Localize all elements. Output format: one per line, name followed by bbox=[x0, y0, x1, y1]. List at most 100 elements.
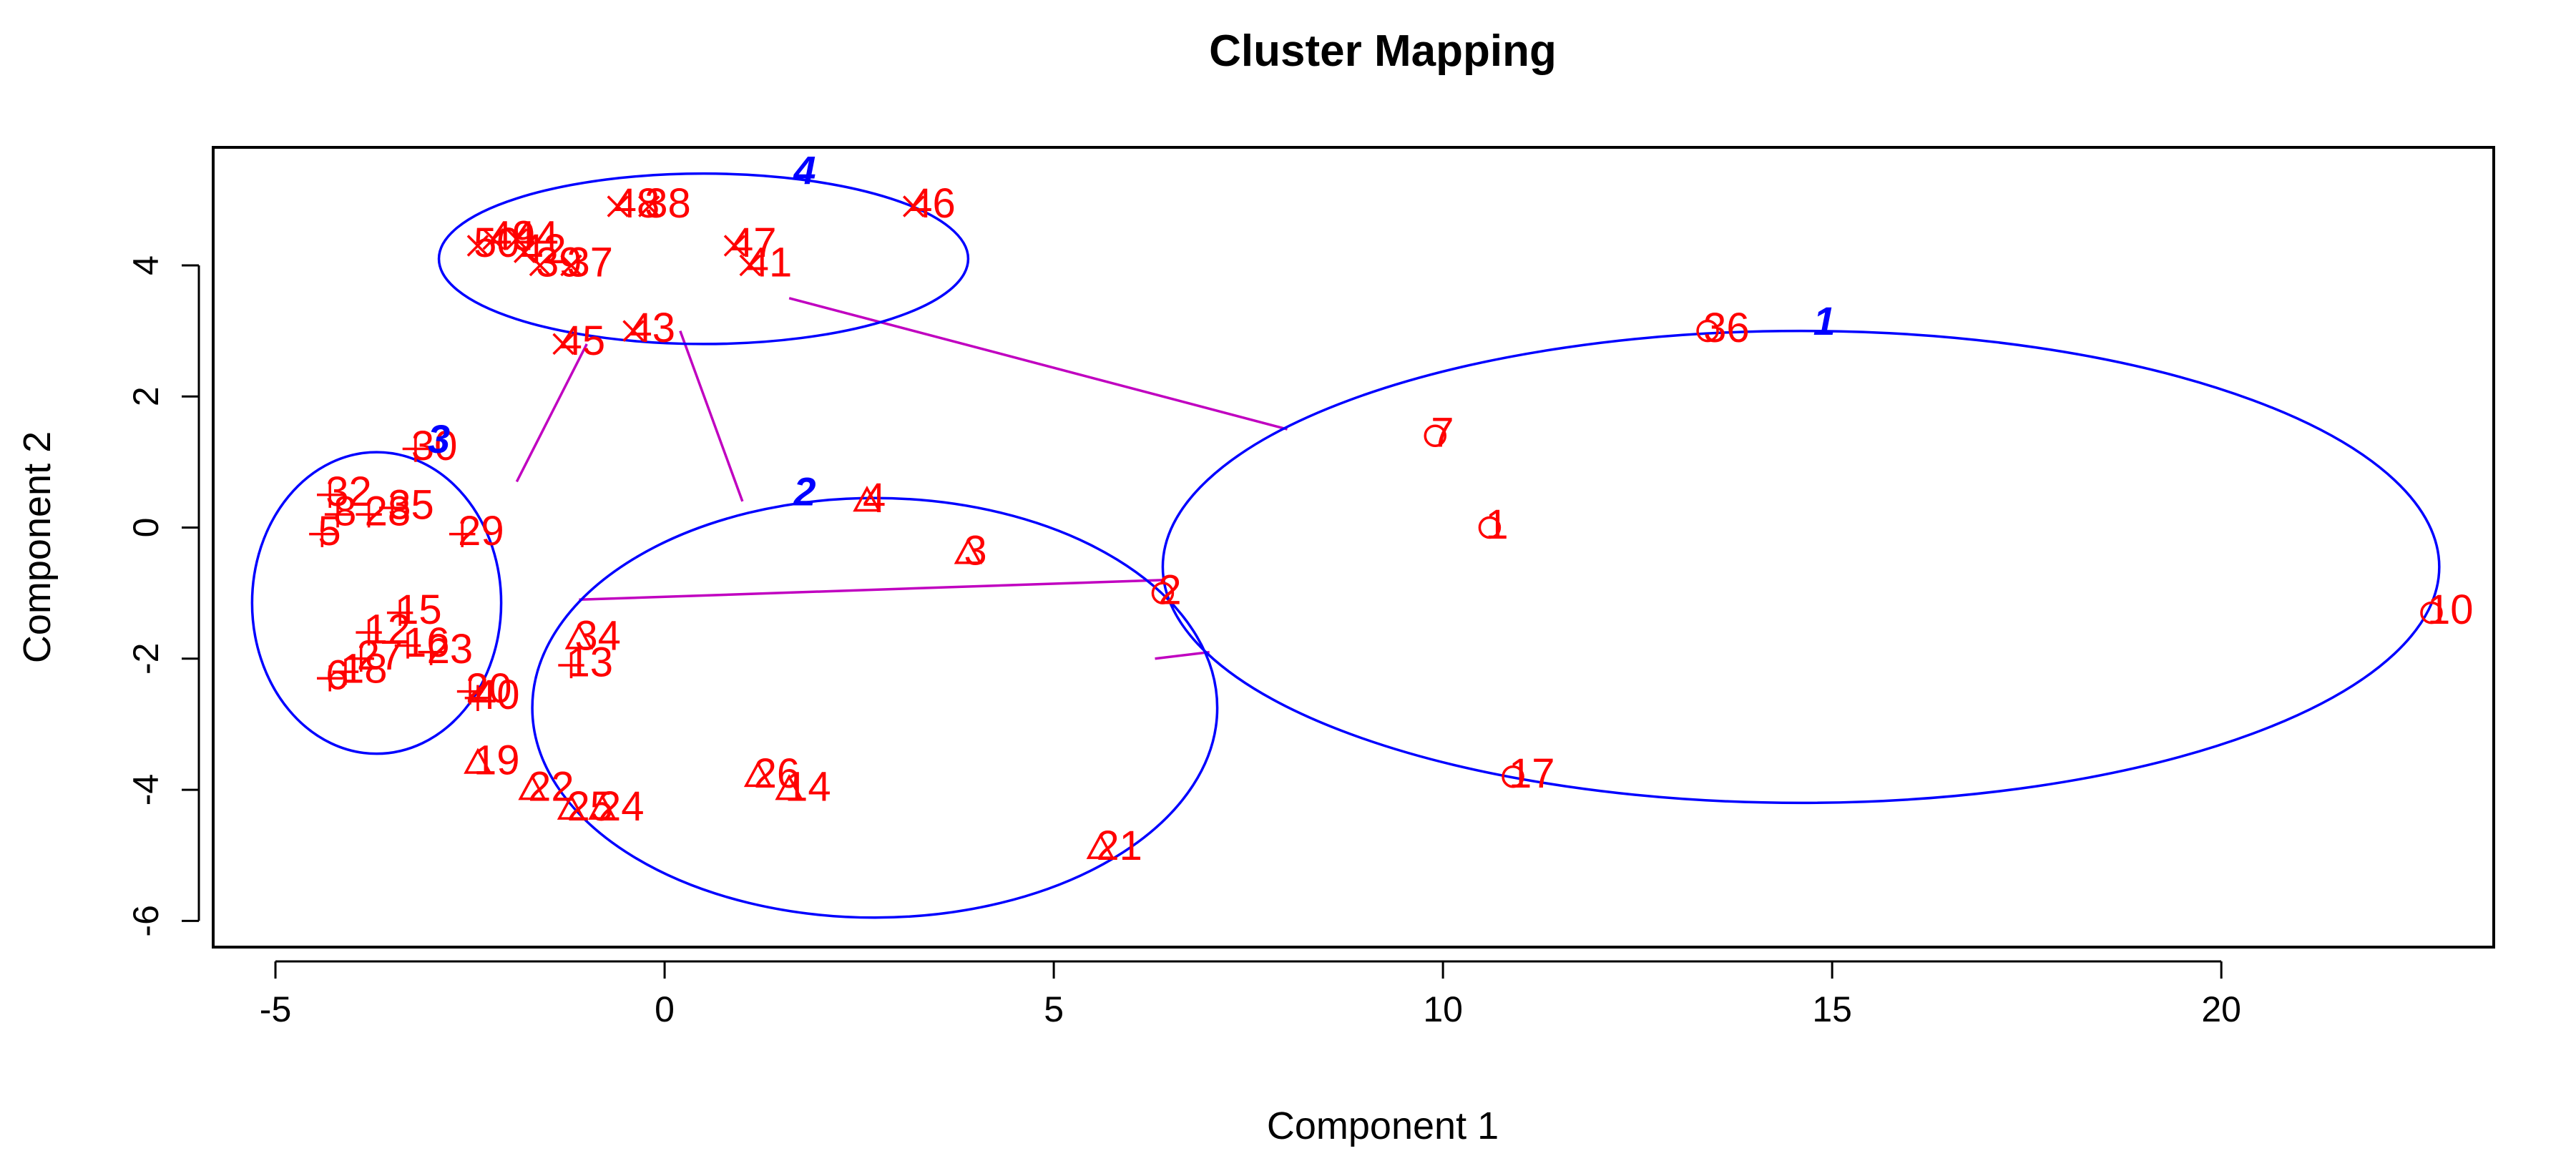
point-label: 38 bbox=[645, 180, 691, 227]
plus-marker bbox=[356, 501, 382, 528]
plus-marker bbox=[386, 599, 413, 626]
triangle-marker bbox=[564, 623, 594, 650]
cluster-ellipse-4 bbox=[437, 172, 970, 346]
plus-marker bbox=[309, 521, 336, 547]
cross-marker bbox=[723, 235, 746, 257]
point-label: 15 bbox=[396, 587, 442, 633]
cluster-ellipse-3 bbox=[250, 451, 503, 755]
plus-marker bbox=[356, 619, 382, 646]
triangle-marker bbox=[1086, 833, 1115, 859]
cluster-ellipse-1 bbox=[1161, 329, 2441, 805]
cross-marker bbox=[638, 195, 660, 217]
circle-marker bbox=[1502, 765, 1524, 788]
point-label: 17 bbox=[1509, 750, 1555, 797]
point-label: 50 bbox=[474, 220, 520, 266]
cluster-link bbox=[515, 343, 588, 483]
circle-marker bbox=[1151, 582, 1175, 604]
triangle-marker bbox=[518, 774, 547, 800]
triangle-marker bbox=[588, 793, 617, 820]
plus-marker bbox=[379, 494, 406, 521]
point-label: 16 bbox=[403, 619, 450, 666]
cluster-label-4: 4 bbox=[793, 147, 816, 192]
plus-marker bbox=[402, 436, 429, 462]
plus-marker bbox=[558, 652, 584, 679]
point-label: 29 bbox=[458, 508, 504, 554]
cluster-link bbox=[579, 579, 1163, 602]
x-tick-label: 0 bbox=[655, 989, 675, 1029]
point-label: 37 bbox=[567, 239, 614, 285]
point-label: 43 bbox=[630, 305, 676, 351]
point-label: 25 bbox=[567, 783, 614, 830]
point-label: 2 bbox=[1158, 567, 1181, 613]
point-label: 35 bbox=[388, 481, 434, 528]
cluster-label-1: 1 bbox=[1813, 298, 1836, 343]
triangle-marker bbox=[775, 774, 803, 800]
cross-marker bbox=[482, 228, 504, 250]
triangle-marker bbox=[464, 748, 492, 774]
point-label: 45 bbox=[559, 318, 606, 364]
point-label: 42 bbox=[520, 226, 567, 273]
point-label: 13 bbox=[567, 639, 614, 685]
point-label: 4 bbox=[863, 475, 886, 521]
point-label: 8 bbox=[333, 489, 356, 535]
point-label: 34 bbox=[574, 613, 621, 660]
y-tick-label: -2 bbox=[126, 643, 166, 675]
plus-marker bbox=[332, 658, 359, 685]
point-label: 44 bbox=[512, 213, 559, 260]
cluster-link bbox=[679, 330, 744, 502]
point-label: 10 bbox=[2427, 587, 2474, 633]
point-label: 1 bbox=[1485, 501, 1508, 548]
cluster-label-3: 3 bbox=[428, 416, 450, 461]
triangle-marker bbox=[743, 760, 773, 788]
cross-marker bbox=[506, 228, 528, 250]
x-tick-label: 5 bbox=[1044, 989, 1064, 1029]
point-label: 26 bbox=[754, 750, 800, 797]
y-tick-label: 2 bbox=[126, 386, 166, 406]
circle-marker bbox=[1478, 516, 1502, 539]
y-tick-label: 4 bbox=[126, 255, 166, 275]
plot-frame bbox=[212, 146, 2495, 949]
point-label: 3 bbox=[964, 527, 986, 574]
point-label: 18 bbox=[341, 645, 388, 692]
point-label: 14 bbox=[785, 763, 831, 810]
cross-marker bbox=[607, 195, 630, 217]
plus-marker bbox=[449, 521, 476, 547]
point-label: 32 bbox=[325, 469, 372, 515]
point-label: 27 bbox=[357, 632, 403, 679]
point-label: 23 bbox=[427, 626, 474, 672]
x-tick-label: 20 bbox=[2201, 989, 2241, 1029]
plus-marker bbox=[418, 639, 444, 665]
cluster-ellipses bbox=[250, 172, 2441, 919]
cross-marker bbox=[903, 195, 925, 217]
cluster-labels: 1 2 3 4 bbox=[428, 147, 1836, 514]
cross-marker bbox=[529, 254, 552, 277]
point-label: 22 bbox=[528, 763, 574, 810]
point-label: 28 bbox=[365, 489, 411, 535]
plus-marker bbox=[348, 645, 374, 672]
cross-marker bbox=[466, 235, 489, 257]
cross-marker bbox=[560, 254, 582, 277]
plus-marker bbox=[394, 632, 421, 659]
circle-marker bbox=[2420, 601, 2443, 624]
plus-marker bbox=[317, 665, 343, 692]
cross-marker bbox=[552, 333, 574, 356]
point-label: 7 bbox=[1431, 410, 1454, 456]
point-label: 30 bbox=[411, 423, 458, 469]
point-label: 41 bbox=[746, 239, 793, 285]
x-tick-label: -5 bbox=[260, 989, 291, 1029]
cross-marker bbox=[739, 254, 761, 277]
point-label: 6 bbox=[325, 652, 348, 699]
cluster-label-2: 2 bbox=[793, 469, 816, 514]
x-axis-label: Component 1 bbox=[1267, 1104, 1499, 1147]
cluster-link bbox=[788, 297, 1288, 431]
triangle-marker bbox=[954, 538, 983, 564]
cluster-link bbox=[1155, 650, 1210, 660]
y-tick-label: -4 bbox=[126, 774, 166, 805]
cross-marker bbox=[622, 320, 645, 342]
plus-marker bbox=[324, 501, 351, 528]
triangle-marker bbox=[853, 485, 881, 512]
